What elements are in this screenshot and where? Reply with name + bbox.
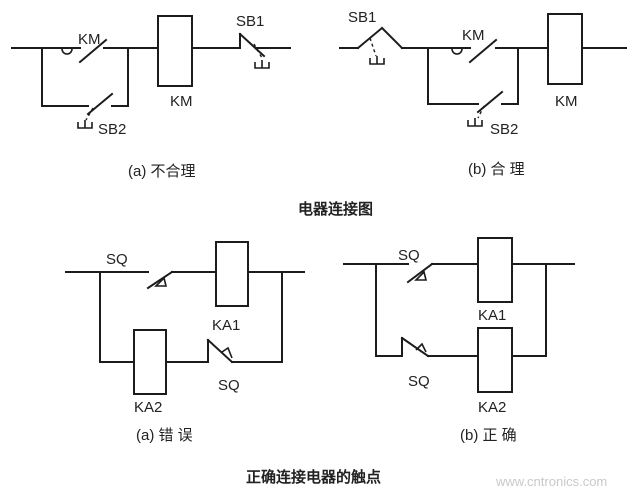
km-contact — [78, 38, 108, 64]
ka2-coil — [133, 329, 167, 395]
km-coil-label: KM — [170, 93, 193, 110]
sb1-actuator — [369, 37, 377, 57]
sq-bottom-cam — [415, 342, 427, 353]
contact-arc — [451, 48, 463, 55]
km-contact — [468, 38, 498, 64]
ka1-coil — [215, 241, 249, 307]
panel-top-a: KM KM SB1 SB2 (a) 不合理 — [11, 13, 291, 180]
caption-top-a: (a) 不合理 — [128, 163, 196, 180]
km-coil-label: KM — [555, 93, 578, 110]
sb1-label: SB1 — [348, 9, 376, 26]
sb2-button-icon — [77, 120, 93, 129]
sb2-button-icon — [467, 118, 483, 127]
sq-bottom-label: SQ — [218, 377, 240, 394]
panel-bottom-b: SQ KA1 SQ KA2 (b) 正 确 — [343, 237, 575, 444]
sq-bottom-label: SQ — [408, 373, 430, 390]
sq-top-contact — [146, 270, 174, 290]
sq-top-cam — [154, 276, 168, 287]
sq-top-label: SQ — [106, 251, 128, 268]
panel-bottom-a: SQ KA1 SQ KA2 (a) 错 误 — [65, 241, 305, 444]
panel-top-b: SB1 KM KM SB2 (b) 合 理 — [339, 9, 627, 178]
sb1-button-icon — [254, 60, 270, 69]
sb2-actuator — [85, 107, 94, 121]
caption-bottom-b: (b) 正 确 — [460, 427, 517, 444]
km-contact-label: KM — [78, 31, 101, 48]
branch-wire — [41, 47, 129, 107]
sq-bottom-contact — [400, 336, 430, 358]
ka1-label: KA1 — [478, 307, 506, 324]
sb2-label: SB2 — [98, 121, 126, 138]
branch-wire — [427, 47, 519, 105]
caption-top-b: (b) 合 理 — [468, 161, 525, 178]
sb2-actuator — [477, 105, 485, 119]
km-coil — [157, 15, 193, 87]
loop-wire — [375, 263, 547, 357]
sb1-button-icon — [369, 56, 385, 65]
sq-bottom-contact — [206, 338, 234, 364]
title-top: 电器连接图 — [298, 200, 373, 218]
contact-arc — [61, 48, 73, 55]
sb1-contact-ret — [380, 26, 404, 50]
loop-wire — [99, 271, 283, 363]
caption-bottom-a: (a) 错 误 — [136, 427, 193, 444]
km-contact-label: KM — [462, 27, 485, 44]
ka2-label: KA2 — [134, 399, 162, 416]
ka1-label: KA1 — [212, 317, 240, 334]
sb1-actuator — [253, 43, 263, 59]
ka2-label: KA2 — [478, 399, 506, 416]
sq-top-cam — [414, 270, 428, 281]
ka2-coil — [477, 327, 513, 393]
sb2-label: SB2 — [490, 121, 518, 138]
sb1-label: SB1 — [236, 13, 264, 30]
sq-bottom-cam — [221, 346, 233, 359]
sq-top-contact — [406, 262, 434, 284]
sb2-contact — [86, 92, 114, 116]
sb2-contact — [476, 90, 504, 114]
sq-top-label: SQ — [398, 247, 420, 264]
km-coil — [547, 13, 583, 85]
watermark: www.cntronics.com — [495, 474, 607, 489]
ka1-coil — [477, 237, 513, 303]
sb1-contact — [238, 32, 266, 58]
title-bottom: 正确连接电器的触点 — [246, 468, 381, 486]
